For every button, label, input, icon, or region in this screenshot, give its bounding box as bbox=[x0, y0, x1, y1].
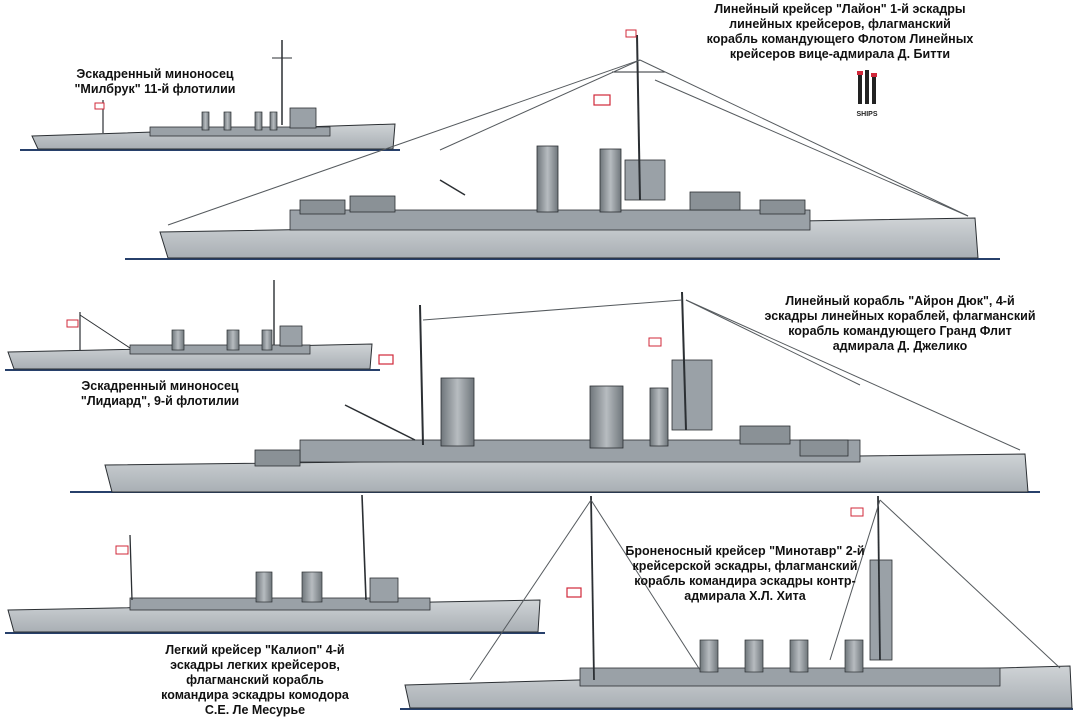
mast bbox=[419, 304, 424, 446]
caption-lydiard: Эскадренный миноносец "Лидиард", 9-й фло… bbox=[80, 379, 240, 408]
caption-calliope: Легкий крейсер "Калиоп" 4-й эскадры легк… bbox=[161, 643, 349, 717]
mast bbox=[590, 495, 595, 681]
turret bbox=[299, 199, 346, 215]
funnel bbox=[255, 571, 273, 603]
rigging bbox=[422, 299, 683, 321]
crane bbox=[344, 404, 416, 441]
flag bbox=[66, 319, 79, 328]
caption-minotaur: Броненосный крейсер "Минотавр" 2-й крейс… bbox=[625, 544, 865, 603]
ship-lydiard bbox=[5, 280, 380, 371]
flag bbox=[593, 94, 611, 106]
mast bbox=[129, 534, 133, 601]
ships-logo-icon bbox=[857, 70, 877, 104]
funnel bbox=[744, 639, 764, 673]
flag bbox=[625, 29, 637, 38]
funnel bbox=[261, 329, 273, 351]
flag bbox=[115, 545, 129, 555]
mast bbox=[877, 495, 881, 661]
turret bbox=[799, 439, 849, 457]
funnel bbox=[789, 639, 809, 673]
mast bbox=[361, 494, 367, 601]
funnel bbox=[201, 111, 210, 131]
ship-calliope bbox=[5, 494, 545, 634]
bridge bbox=[869, 559, 893, 661]
ship-lion bbox=[125, 29, 1000, 260]
rigging bbox=[439, 59, 641, 151]
ship-iron-duke bbox=[70, 291, 1040, 493]
funnel bbox=[536, 145, 559, 213]
ship-milbrook bbox=[20, 40, 400, 151]
bridge bbox=[279, 325, 303, 347]
bridge bbox=[369, 577, 399, 603]
rigging bbox=[469, 499, 592, 681]
funnel bbox=[599, 148, 622, 213]
bridge bbox=[624, 159, 666, 201]
mast bbox=[681, 291, 687, 431]
flag bbox=[648, 337, 662, 347]
funnel bbox=[223, 111, 232, 131]
bridge bbox=[289, 107, 317, 129]
caption-milbrook: Эскадренный миноносец "Милбрук" 11-й фло… bbox=[74, 67, 236, 96]
superstructure bbox=[129, 597, 431, 611]
flag bbox=[378, 354, 394, 365]
turret bbox=[689, 191, 741, 211]
turret bbox=[254, 449, 301, 467]
rigging bbox=[654, 79, 969, 217]
rigging bbox=[829, 499, 881, 661]
flag bbox=[94, 102, 105, 110]
funnel bbox=[649, 387, 669, 447]
superstructure bbox=[129, 344, 311, 355]
rigging bbox=[685, 299, 861, 386]
turret bbox=[739, 425, 791, 445]
superstructure bbox=[289, 209, 811, 231]
funnel bbox=[699, 639, 719, 673]
crane bbox=[439, 179, 466, 196]
publisher-logo: SHIPS bbox=[850, 66, 884, 118]
funnel bbox=[440, 377, 475, 447]
rigging bbox=[639, 59, 969, 217]
superstructure bbox=[149, 126, 331, 137]
caption-iron-duke: Линейный корабль "Айрон Дюк", 4-й эскадр… bbox=[764, 294, 1036, 353]
logo-text: SHIPS bbox=[856, 111, 878, 118]
turret bbox=[349, 195, 396, 213]
funnel bbox=[269, 111, 278, 131]
bridge bbox=[671, 359, 713, 431]
funnel bbox=[589, 385, 624, 449]
caption-lion: Линейный крейсер "Лайон" 1-й эскадры лин… bbox=[706, 2, 974, 61]
turret bbox=[759, 199, 806, 215]
crane bbox=[79, 314, 131, 349]
funnel bbox=[301, 571, 323, 603]
funnel bbox=[226, 329, 240, 351]
rigging bbox=[590, 499, 701, 671]
funnel bbox=[171, 329, 185, 351]
mast bbox=[636, 34, 641, 201]
funnel bbox=[254, 111, 263, 131]
rigging bbox=[167, 59, 641, 226]
flag bbox=[566, 587, 582, 598]
flag bbox=[850, 507, 864, 517]
funnel bbox=[844, 639, 864, 673]
rigging bbox=[879, 499, 1061, 669]
rigging bbox=[685, 299, 1021, 451]
ship-minotaur bbox=[400, 495, 1073, 710]
